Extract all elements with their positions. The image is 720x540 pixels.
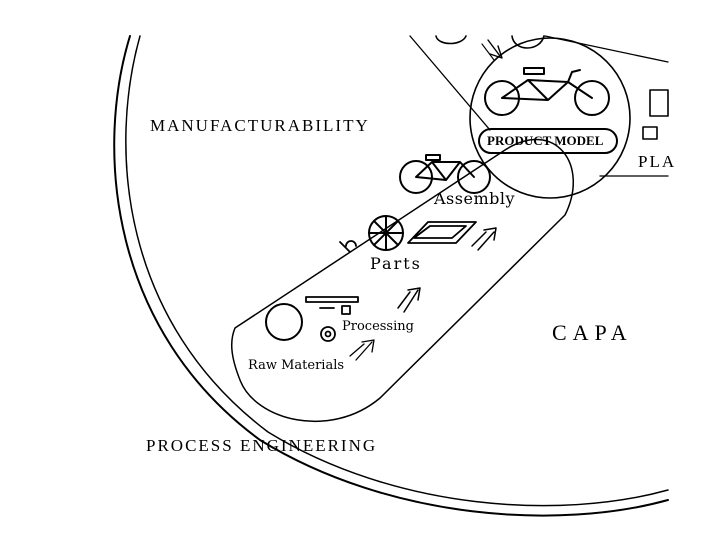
process-engineering-label: PROCESS ENGINEERING xyxy=(146,436,378,455)
wedge-line-right xyxy=(544,35,669,63)
raw-materials-label: Raw Materials xyxy=(248,358,345,373)
bicycle-icon xyxy=(484,67,610,116)
parts-label: Parts xyxy=(370,254,422,273)
product-model-label: PRODUCT MODEL xyxy=(487,133,604,148)
product-model-circle xyxy=(469,37,631,199)
wheel-icon xyxy=(368,215,404,251)
capa-label: CAPA xyxy=(552,320,633,345)
arrow-icon xyxy=(349,339,375,361)
arrow-icon xyxy=(397,287,421,313)
disc-icon xyxy=(320,326,336,342)
pla-label: PLA xyxy=(638,152,677,171)
small-part-icon xyxy=(339,240,357,253)
arrow-icon xyxy=(487,39,503,59)
top-partial-icon-left xyxy=(435,35,467,45)
inner-circle-arc xyxy=(125,35,669,507)
bicycle-icon xyxy=(399,154,491,194)
processing-label: Processing xyxy=(342,319,414,334)
wedge-line-left xyxy=(409,35,491,131)
bar-icon xyxy=(305,296,359,303)
frame-icon xyxy=(407,221,477,244)
top-partial-icon-right xyxy=(511,35,545,49)
arrow-icon xyxy=(481,43,495,61)
box-icon xyxy=(649,89,669,117)
process-capsule xyxy=(230,138,574,422)
box-icon xyxy=(642,126,658,140)
manufacturability-label: MANUFACTURABILITY xyxy=(150,116,370,135)
small-part-icon xyxy=(319,305,351,315)
arrow-icon xyxy=(471,227,497,251)
assembly-label: Assembly xyxy=(434,189,516,208)
ring-icon xyxy=(265,303,303,341)
outer-circle-arc xyxy=(113,35,669,517)
product-model-box xyxy=(478,128,618,154)
